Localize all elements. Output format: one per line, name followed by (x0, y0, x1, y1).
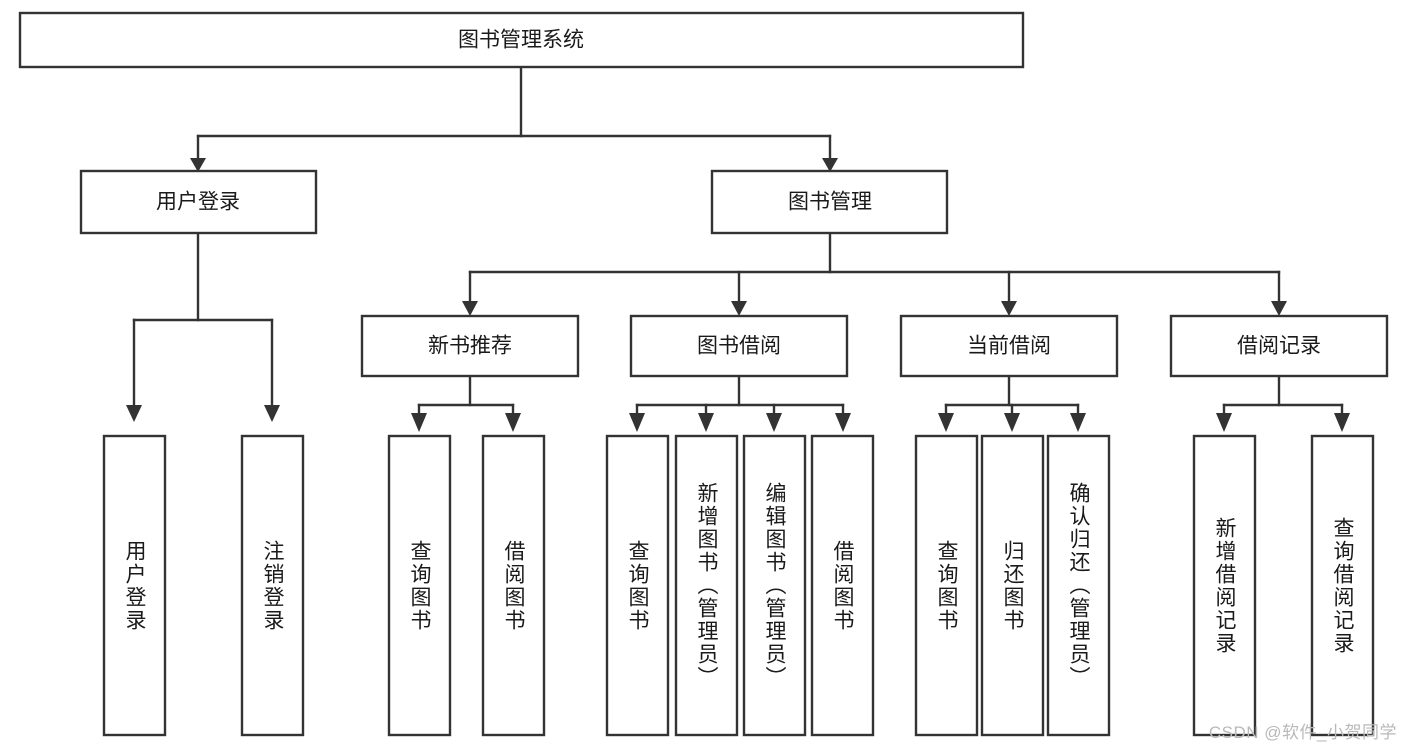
leaf-book-borrow-0[interactable] (605, 434, 670, 737)
connector-userlogin-to-leaves (126, 231, 280, 422)
node-book-borrow[interactable]: 图书借阅 (629, 314, 849, 378)
connector-borrowrecord-to-leaves (1216, 374, 1350, 432)
node-book-borrow-label: 图书借阅 (697, 335, 781, 358)
leaf-book-borrow-2[interactable] (742, 434, 807, 737)
leaf-borrow-record-0[interactable] (1192, 434, 1257, 737)
leaf-book-borrow-3[interactable] (810, 434, 875, 737)
node-book-management-label: 图书管理 (788, 191, 872, 214)
connector-root-to-level2 (190, 65, 838, 172)
node-root[interactable]: 图书管理系统 (18, 11, 1025, 69)
node-user-login[interactable]: 用户登录 (79, 169, 318, 235)
node-user-login-label: 用户登录 (156, 191, 240, 214)
connector-bookmgmt-to-level3 (462, 231, 1287, 316)
node-borrow-record-label: 借阅记录 (1237, 335, 1321, 358)
node-book-management[interactable]: 图书管理 (710, 169, 949, 235)
leaf-current-borrow-2[interactable] (1046, 434, 1111, 737)
node-new-book-recommend[interactable]: 新书推荐 (360, 314, 580, 378)
connector-currentborrow-to-leaves (938, 374, 1086, 432)
watermark: CSDN @软件_小贺同学 (1208, 723, 1397, 742)
leaf-current-borrow-0[interactable] (914, 434, 979, 737)
leaf-user-login-1[interactable] (240, 434, 305, 737)
node-borrow-record[interactable]: 借阅记录 (1169, 314, 1389, 378)
node-current-borrow-label: 当前借阅 (967, 335, 1051, 358)
connector-newbook-to-leaves (411, 374, 521, 432)
leaf-user-login-0[interactable] (102, 434, 167, 737)
node-new-book-recommend-label: 新书推荐 (428, 335, 512, 358)
node-current-borrow[interactable]: 当前借阅 (899, 314, 1119, 378)
leaf-borrow-record-1[interactable] (1310, 434, 1375, 737)
leaf-new-book-recommend-0[interactable] (387, 434, 452, 737)
connector-bookborrow-to-leaves (629, 374, 851, 432)
node-root-label: 图书管理系统 (458, 29, 584, 52)
leaf-new-book-recommend-1[interactable] (481, 434, 546, 737)
leaf-current-borrow-1[interactable] (980, 434, 1045, 737)
leaf-book-borrow-1[interactable] (674, 434, 739, 737)
